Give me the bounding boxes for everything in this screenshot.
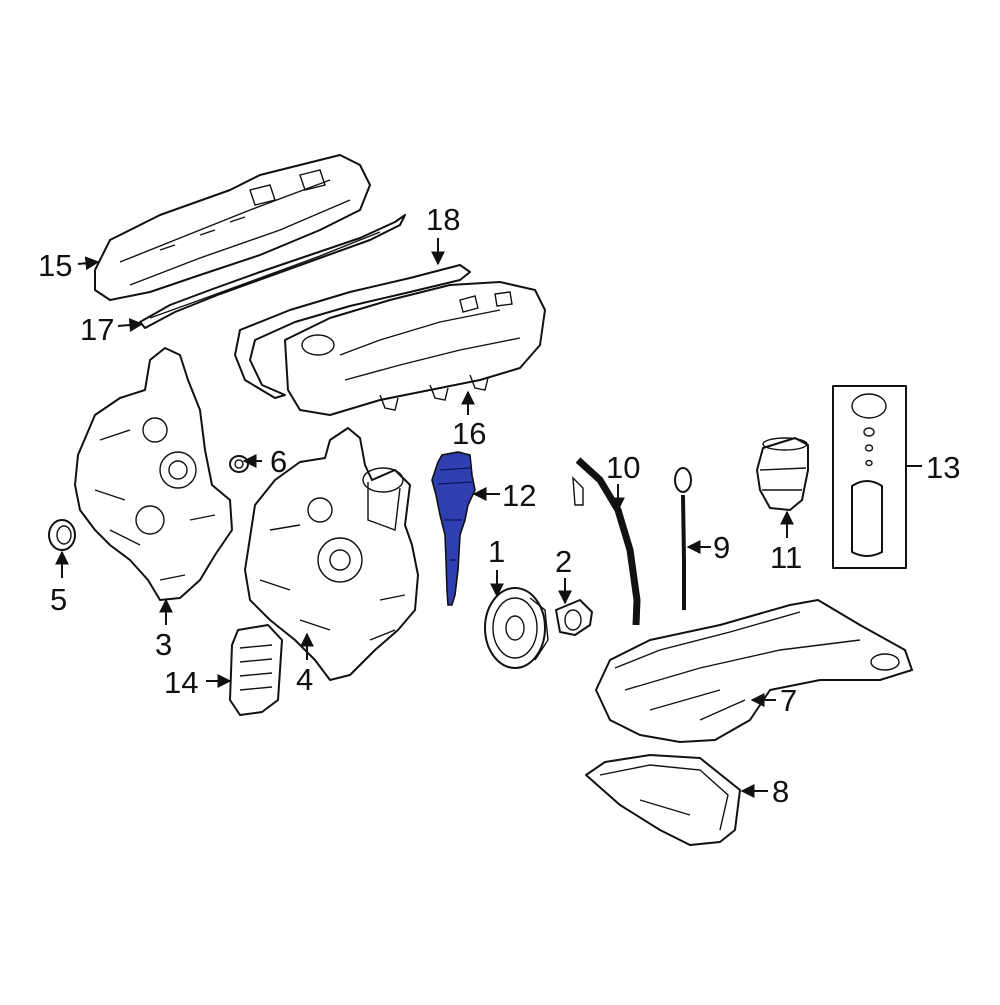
callout-4[interactable]: 4: [296, 662, 313, 697]
part-12-oil-filler-tube[interactable]: [431, 451, 476, 606]
leader-15: [77, 256, 100, 271]
part-14-oil-cooler[interactable]: [229, 624, 283, 716]
part-10-dipstick-tube[interactable]: [572, 457, 641, 626]
part-1-pulley[interactable]: [484, 587, 549, 669]
part-16-valve-cover[interactable]: [284, 281, 546, 416]
leader-17: [117, 318, 144, 333]
callout-13[interactable]: 13: [926, 450, 960, 485]
callout-1[interactable]: 1: [488, 534, 505, 569]
part-6-plug[interactable]: [229, 455, 249, 473]
callout-2[interactable]: 2: [555, 544, 572, 579]
callout-14[interactable]: 14: [164, 665, 198, 700]
callout-16[interactable]: 16: [452, 416, 486, 451]
callouts: 15 17 18 16 6 5 3 4 14 12 1 2 10 9 11 13…: [38, 202, 960, 809]
part-8-oil-pan-lower[interactable]: [585, 754, 741, 846]
callout-11[interactable]: 11: [770, 540, 802, 575]
callout-15[interactable]: 15: [38, 248, 72, 283]
part-9-dipstick[interactable]: [674, 467, 692, 610]
callout-17[interactable]: 17: [80, 312, 114, 347]
part-15-engine-cover[interactable]: [94, 154, 371, 301]
part-7-oil-pan-upper[interactable]: [595, 599, 913, 743]
part-17-gasket[interactable]: [139, 214, 406, 329]
callout-5[interactable]: 5: [50, 582, 67, 617]
callout-3[interactable]: 3: [155, 627, 172, 662]
part-5-seal[interactable]: [48, 519, 76, 551]
part-18-gasket[interactable]: [234, 264, 471, 399]
callout-18[interactable]: 18: [426, 202, 460, 237]
callout-6[interactable]: 6: [270, 444, 287, 479]
part-4-timing-cover[interactable]: [244, 427, 419, 681]
callout-10[interactable]: 10: [606, 450, 640, 485]
callout-9[interactable]: 9: [713, 530, 730, 565]
callout-7[interactable]: 7: [780, 683, 797, 718]
part-13-filter-kit[interactable]: [832, 385, 907, 569]
part-2-tensioner[interactable]: [555, 599, 593, 636]
leader-lines: [55, 238, 922, 798]
part-11-filter-housing[interactable]: [756, 437, 809, 511]
callout-8[interactable]: 8: [772, 774, 789, 809]
part-3-timing-cover[interactable]: [74, 347, 233, 601]
callout-12[interactable]: 12: [502, 478, 536, 513]
